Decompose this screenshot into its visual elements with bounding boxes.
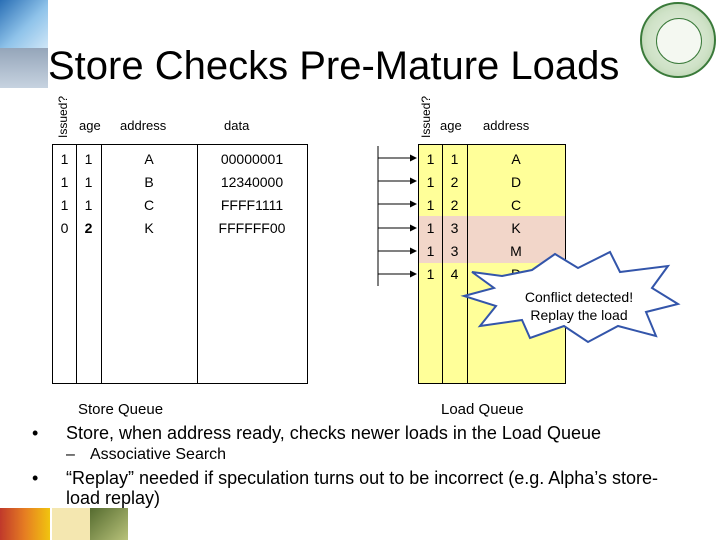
bullet-1-text: Store, when address ready, checks newer …: [66, 423, 601, 443]
callout-line-1: Conflict detected!: [524, 289, 634, 305]
sq-row3-address: C: [143, 197, 155, 213]
sq-row2-age: 1: [84, 174, 93, 190]
lq-row5-age: 3: [450, 243, 459, 259]
sq-row2-address: B: [144, 174, 154, 190]
lq-row1-age: 1: [450, 151, 459, 167]
bullet-2: • “Replay” needed if speculation turns o…: [32, 468, 692, 508]
sq-address-header: address: [120, 118, 167, 133]
lq-issued-header: Issued?: [419, 95, 433, 138]
lq-row2-issued: 1: [426, 174, 435, 190]
sub-bullet-1-text: Associative Search: [90, 446, 227, 463]
callout-line-2: Replay the load: [530, 307, 628, 323]
bullet-1: • Store, when address ready, checks newe…: [32, 423, 702, 444]
lq-row1-issued: 1: [426, 151, 435, 167]
sq-row4-address: K: [144, 220, 154, 236]
corner-image-top: [0, 0, 48, 48]
sq-row1-issued: 1: [60, 151, 69, 167]
sq-row3-age: 1: [84, 197, 93, 213]
bottom-image-3: [90, 508, 128, 540]
conflict-callout-burst: [460, 250, 681, 344]
store-queue-caption: Store Queue: [78, 401, 164, 418]
institute-seal-logo: [640, 2, 716, 78]
bullet-2-text: “Replay” needed if speculation turns out…: [66, 468, 658, 508]
lq-row6-age: 4: [450, 266, 459, 282]
lq-row3-issued: 1: [426, 197, 435, 213]
load-queue-caption: Load Queue: [441, 401, 524, 418]
lq-row4-issued: 1: [426, 220, 435, 236]
sq-row1-data: 00000001: [220, 151, 284, 167]
lq-row2-age: 2: [450, 174, 459, 190]
lq-row5-issued: 1: [426, 243, 435, 259]
lq-row1-address: A: [511, 151, 521, 167]
lq-row4-address: K: [511, 220, 521, 236]
lq-row6-issued: 1: [426, 266, 435, 282]
lq-row4-age: 3: [450, 220, 459, 236]
lq-row3-address: C: [510, 197, 522, 213]
bottom-image-1: [0, 508, 50, 540]
store-queue-table: 1 1 A 00000001 1 1 B 12340000 1 1 C FFFF…: [52, 144, 308, 384]
sq-data-header: data: [224, 118, 250, 133]
bottom-image-2: [52, 508, 90, 540]
sq-row3-issued: 1: [60, 197, 69, 213]
sq-row4-issued: 0: [60, 220, 69, 236]
sq-row4-age: 2: [84, 220, 93, 236]
conflict-rows-highlight: [419, 216, 565, 263]
sq-row4-data: FFFFFF00: [218, 220, 286, 236]
conflict-callout-text: Conflict detected! Replay the load: [500, 288, 658, 324]
sq-row3-data: FFFF1111: [220, 197, 284, 213]
sq-row1-age: 1: [84, 151, 93, 167]
lq-age-header: age: [440, 118, 462, 133]
sq-row2-issued: 1: [60, 174, 69, 190]
sub-bullet-1: – Associative Search: [66, 446, 686, 464]
lq-address-header: address: [483, 118, 530, 133]
sq-row2-data: 12340000: [220, 174, 284, 190]
sq-issued-header: Issued?: [56, 95, 70, 138]
lq-row3-age: 2: [450, 197, 459, 213]
sq-row1-address: A: [144, 151, 154, 167]
sq-age-header: age: [79, 118, 101, 133]
lq-row5-address: M: [510, 243, 522, 259]
corner-image-chip: [0, 48, 48, 88]
lq-row2-address: D: [510, 174, 522, 190]
slide-title: Store Checks Pre-Mature Loads: [48, 44, 620, 88]
associative-search-arrows: [377, 146, 417, 286]
load-queue-table: 1 1 A 1 2 D 1 2 C 1 3 K 1 3 M 1 4 D: [418, 144, 566, 384]
